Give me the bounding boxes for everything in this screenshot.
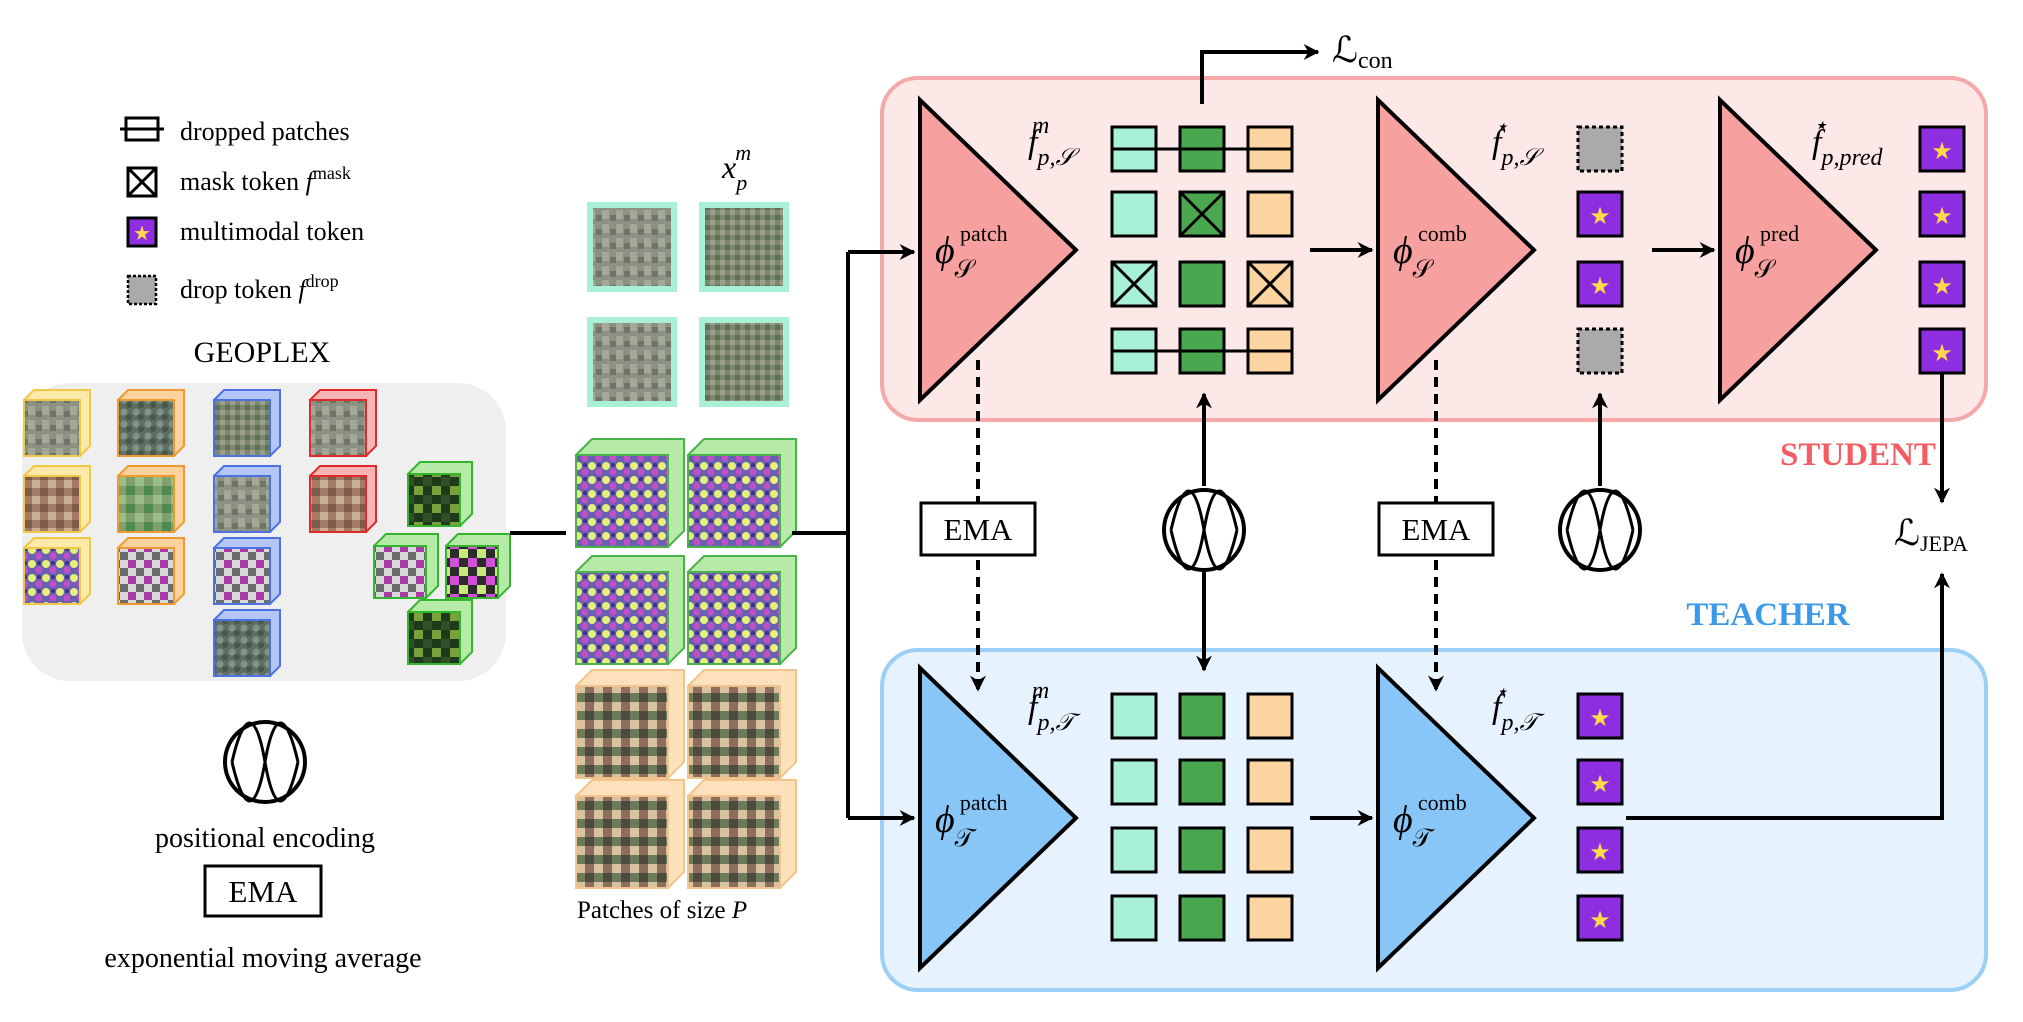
multimodal-token-icon: ★ [126,216,158,248]
student-token-grid [1110,125,1294,375]
drop-token-icon [126,274,158,306]
teacher-patch-encoder: ϕ𝒯patch [918,663,1079,973]
student-patch-encoder: ϕ𝒮patch [918,95,1079,405]
legend-posenc-label: positional encoding [155,823,375,854]
svg-text:★: ★ [1589,770,1611,798]
dataset-stack-orange [116,389,185,606]
svg-text:★: ★ [1589,272,1611,300]
legend-dropped-label: dropped patches [180,117,350,146]
dataset-stack-blue [212,389,281,678]
teacher-label: TEACHER [1686,597,1850,633]
student-comb-encoder: ϕ𝒮comb [1376,95,1537,405]
dropped-patch-icon [120,116,164,142]
flow-arrows [1196,44,1950,826]
student-feat-label: fp,𝒮m [1028,113,1080,171]
svg-text:★: ★ [1589,202,1611,230]
svg-text:★: ★ [1931,272,1953,300]
positional-encoding-icon [223,720,307,804]
svg-text:★: ★ [1931,202,1953,230]
svg-text:ϕ𝒯patch: ϕ𝒯patch [935,790,1007,852]
ema-arrows [970,360,1444,692]
svg-text:ϕ𝒮pred: ϕ𝒮pred [1735,221,1799,283]
svg-text:★: ★ [1931,339,1953,367]
student-pred-feat-label: fp,pred⋆ [1812,113,1884,171]
student-label: STUDENT [1780,437,1936,473]
teacher-comb-tokens: ★ ★ ★ ★ [1576,692,1624,942]
student-predictor: ϕ𝒮pred [1718,95,1879,405]
loss-con-label: ℒcon [1332,30,1393,74]
teacher-token-grid [1110,692,1294,942]
svg-text:★: ★ [1589,906,1611,934]
svg-text:EMA: EMA [944,512,1014,547]
svg-text:★: ★ [133,221,151,245]
dataset-stack-green [372,461,511,666]
teacher-comb-encoder: ϕ𝒯comb [1376,663,1537,973]
teacher-comb-feat-label: fp,𝒯⋆ [1492,678,1545,736]
svg-text:ϕ𝒮comb: ϕ𝒮comb [1393,221,1467,283]
svg-text:★: ★ [1589,704,1611,732]
legend-mask-label: mask token fmask [180,163,351,196]
dataset-images [22,389,511,678]
dataset-stack-red [308,389,377,534]
input-routing [792,244,916,826]
patches-caption: Patches of size P [577,897,747,924]
patch-grid [574,202,797,890]
mask-token-icon [126,166,158,198]
positional-encoding-circle-2 [1558,488,1642,572]
svg-text:ϕ𝒮patch: ϕ𝒮patch [935,221,1008,283]
legend-ema-desc: exponential moving average [104,943,421,974]
svg-text:ϕ𝒯comb: ϕ𝒯comb [1393,790,1467,852]
svg-text:★: ★ [1589,838,1611,866]
dataset-stack-yellow [22,389,91,606]
legend-drop-label: drop token fdrop [180,271,339,304]
svg-text:★: ★ [1931,137,1953,165]
student-comb-tokens: ★ ★ [1576,125,1624,375]
student-comb-feat-label: fp,𝒮⋆ [1492,113,1544,171]
svg-text:EMA: EMA [1402,512,1472,547]
legend-ema-box [203,864,323,918]
teacher-feat-label: fp,𝒯m [1028,678,1081,736]
dataset-title: GEOPLEX [194,336,331,369]
ema-box-patch: EMA [919,501,1037,557]
loss-jepa-label: ℒJEPA [1894,513,1968,556]
patches-label: xpm [721,140,751,195]
student-pred-tokens: ★ ★ ★ ★ [1918,125,1966,375]
legend: dropped patches mask token fmask ★ multi… [120,116,364,306]
ema-box-comb: EMA [1377,501,1495,557]
legend-multimodal-label: multimodal token [180,217,364,246]
legend-ema-label: EMA [229,874,299,909]
positional-encoding-circle-1 [1162,488,1246,572]
